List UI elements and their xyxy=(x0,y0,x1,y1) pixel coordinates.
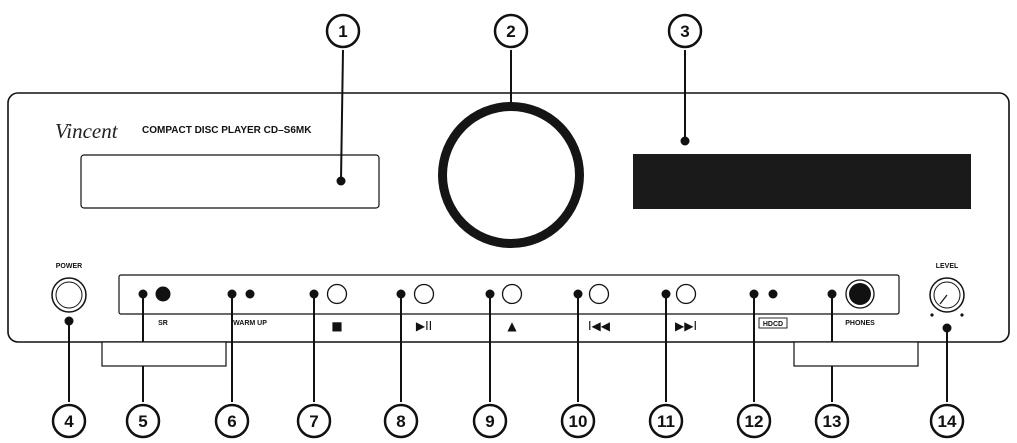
phones-jack[interactable] xyxy=(845,279,875,309)
svg-text:14: 14 xyxy=(938,412,957,431)
callout-5: 5 xyxy=(125,403,161,439)
leader-dot-8 xyxy=(396,289,406,299)
svg-text:5: 5 xyxy=(138,412,147,431)
disc-tray[interactable] xyxy=(80,154,380,209)
callout-8: 8 xyxy=(383,403,419,439)
callout-7: 7 xyxy=(296,403,332,439)
display-window xyxy=(633,154,971,209)
leader-dot-3 xyxy=(680,136,690,146)
level-label: LEVEL xyxy=(936,263,959,270)
leader-dot-4 xyxy=(64,316,74,326)
level-max-mark xyxy=(960,313,964,317)
next-icon: ▶▶I xyxy=(675,319,697,333)
callout-9: 9 xyxy=(472,403,508,439)
brand-logo: Vincent xyxy=(55,119,119,143)
callout-11: 11 xyxy=(648,403,684,439)
sr-label: SR xyxy=(158,320,168,327)
hdcd-indicator xyxy=(768,289,778,299)
play-pause-icon: ▶II xyxy=(416,319,432,333)
eject-icon: ▲ xyxy=(507,319,517,333)
previous-button[interactable] xyxy=(588,283,610,305)
warm-up-label: WARM UP xyxy=(233,320,267,327)
chassis-outline xyxy=(7,92,1010,343)
callout-13: 13 xyxy=(814,403,850,439)
leader-dot-11 xyxy=(661,289,671,299)
stop-button[interactable] xyxy=(326,283,348,305)
callouts: 1 2 3 4 5 6 7 8 9 10 11 12 13 14 xyxy=(51,13,965,439)
callout-14: 14 xyxy=(929,403,965,439)
svg-text:7: 7 xyxy=(309,412,318,431)
leader-dot-10 xyxy=(573,289,583,299)
previous-icon: I◀◀ xyxy=(588,319,611,333)
level-min-mark xyxy=(930,313,934,317)
leader-dot-5 xyxy=(138,289,148,299)
callout-12: 12 xyxy=(736,403,772,439)
leader-dot-1 xyxy=(336,176,346,186)
leader-line-1 xyxy=(340,49,344,181)
svg-text:9: 9 xyxy=(485,412,494,431)
callout-2: 2 xyxy=(493,13,529,49)
next-button[interactable] xyxy=(675,283,697,305)
leader-dot-6 xyxy=(227,289,237,299)
leader-dot-13 xyxy=(827,289,837,299)
svg-text:2: 2 xyxy=(506,22,515,41)
svg-text:1: 1 xyxy=(338,22,347,41)
right-foot xyxy=(793,341,919,367)
play-pause-button[interactable] xyxy=(413,283,435,305)
leader-dot-12 xyxy=(749,289,759,299)
control-strip xyxy=(118,274,900,315)
callout-1: 1 xyxy=(325,13,361,49)
svg-text:13: 13 xyxy=(823,412,842,431)
callout-6: 6 xyxy=(214,403,250,439)
callout-3: 3 xyxy=(667,13,703,49)
left-foot xyxy=(101,341,227,367)
callout-4: 4 xyxy=(51,403,87,439)
power-button[interactable] xyxy=(51,277,87,313)
callout-10: 10 xyxy=(560,403,596,439)
stop-icon: ■ xyxy=(331,319,342,333)
large-knob[interactable] xyxy=(438,102,584,248)
power-label: POWER xyxy=(56,263,82,270)
eject-button[interactable] xyxy=(501,283,523,305)
svg-text:11: 11 xyxy=(657,412,675,431)
leader-dot-9 xyxy=(485,289,495,299)
level-knob[interactable] xyxy=(929,277,965,313)
warm-up-indicator xyxy=(245,289,255,299)
leader-dot-14 xyxy=(942,323,952,333)
svg-text:12: 12 xyxy=(745,412,764,431)
svg-text:3: 3 xyxy=(680,22,689,41)
leader-dot-7 xyxy=(309,289,319,299)
phones-label: PHONES xyxy=(845,320,875,327)
svg-text:8: 8 xyxy=(396,412,405,431)
svg-text:6: 6 xyxy=(227,412,236,431)
hdcd-badge xyxy=(758,317,788,329)
svg-text:10: 10 xyxy=(569,412,588,431)
hdcd-label: HDCD xyxy=(763,321,783,328)
model-name: COMPACT DISC PLAYER CD–S6MK xyxy=(142,125,312,136)
sr-button[interactable] xyxy=(155,286,171,302)
svg-text:4: 4 xyxy=(64,412,74,431)
